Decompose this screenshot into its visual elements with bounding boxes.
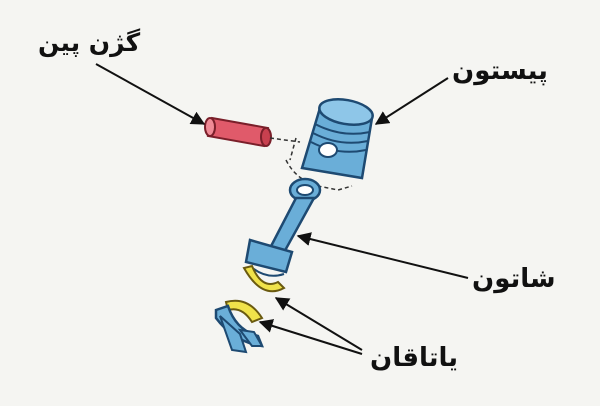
bearing-label: یاتاقان [370,343,459,373]
leader-line-bearing-lower [258,319,363,355]
piston-pin-part [204,116,301,148]
piston-label: پیستون [452,56,548,86]
lower-bearing-part [224,299,264,324]
leader-line-bearing-upper [274,297,363,351]
leader-line-piston [374,77,449,125]
bearing-cap-part [214,304,264,354]
leader-line-pin [95,63,206,125]
leader-line-rod [296,232,469,279]
connecting-rod-part [244,177,322,277]
connecting-rod-label: شاتون [472,264,556,294]
piston-part [285,98,374,191]
upper-bearing-part [242,264,286,293]
piston-pin-label: گژن پین [38,28,141,57]
